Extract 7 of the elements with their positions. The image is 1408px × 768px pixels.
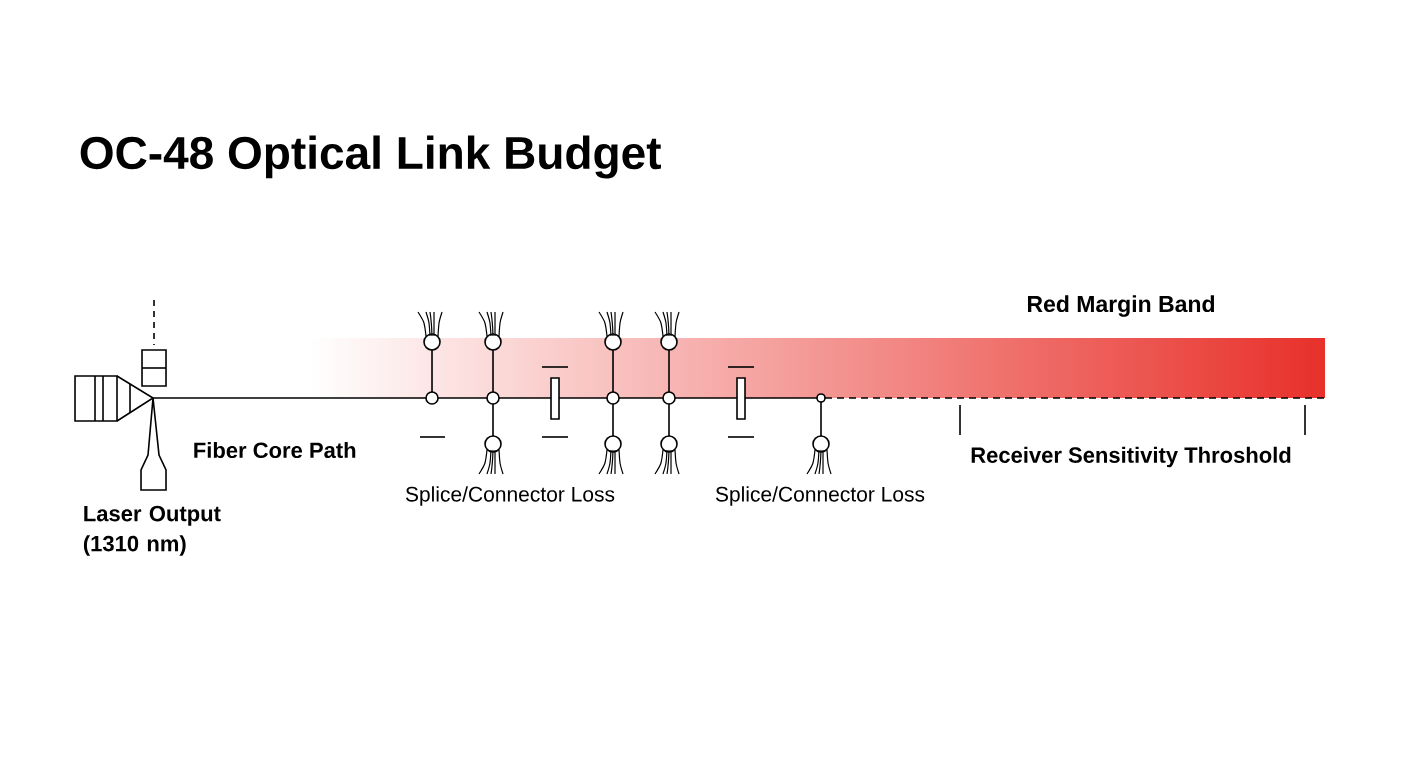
threshold-label: Receiver Sensitivity Throshold <box>971 446 1291 468</box>
component-label: Laser Output (1310 nm) <box>83 505 221 556</box>
band-heading: Red Margin Band <box>1028 295 1215 317</box>
axis-label: Fiber Core Path <box>194 441 356 459</box>
loss-label: Splice/Connector Loss <box>405 486 615 506</box>
loss-label: Splice/Connector Loss <box>715 486 925 506</box>
title: OC-48 Optical Link Budget <box>80 135 661 179</box>
